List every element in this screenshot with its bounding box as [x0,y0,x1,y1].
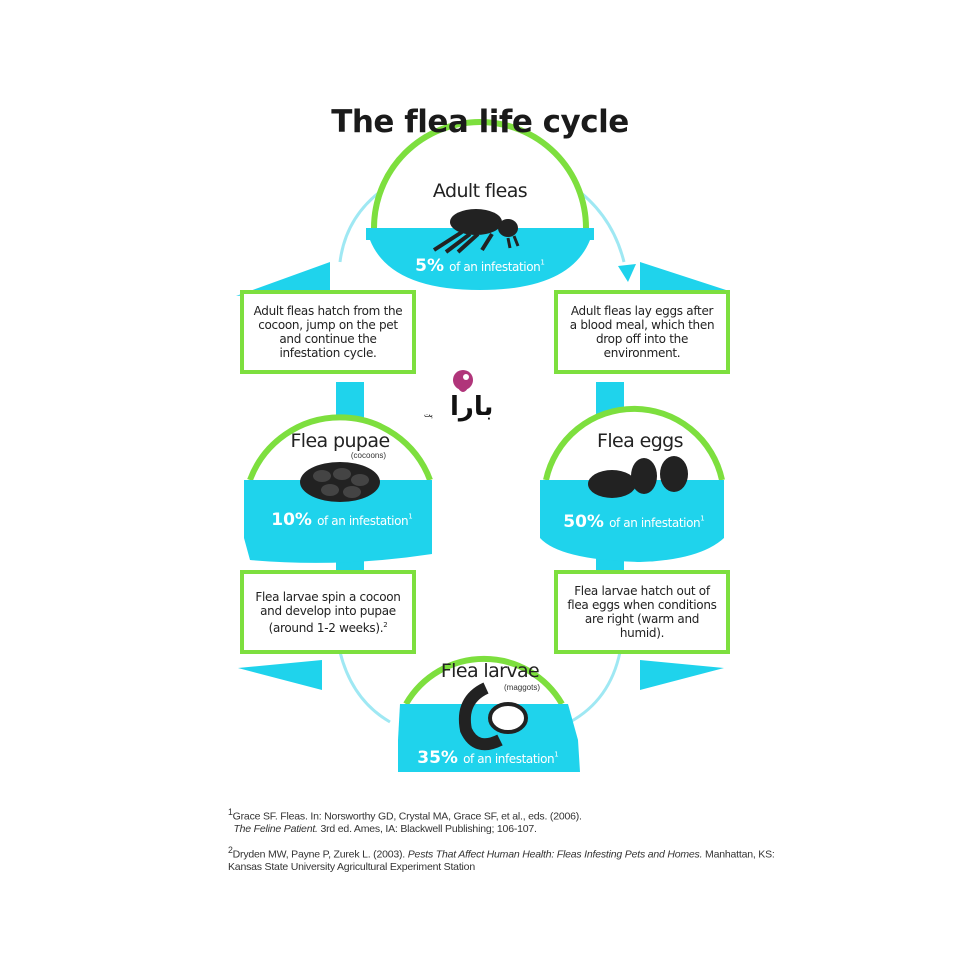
footnote-mark-eggs: 1 [700,514,705,523]
adult-flea-icon [432,209,520,254]
footnote-mark-larvae: 1 [554,750,559,759]
footnote-mark-larvae-to-pupae: 2 [383,620,388,629]
stage-sub-pupae: (cocoons) [350,451,386,460]
pupae-cocoon-icon [300,462,380,502]
percent-suffix-adult: of an infestation [449,260,541,274]
watermark-logo-icon [453,370,473,392]
percent-eggs: 50% of an infestation1 [544,512,724,532]
band-left-upper [336,382,364,418]
arrowhead-top-right [618,264,636,282]
arrowhead-top-left [236,262,330,296]
percent-value-adult: 5% [415,256,445,276]
transition-body-larvae-to-pupae: Flea larvae spin a cocoon and develop in… [255,589,401,635]
larvae-maggot-icon [459,682,528,751]
eggs-node [540,405,725,562]
transition-text-eggs-to-larvae: Flea larvae hatch out of flea eggs when … [567,584,717,640]
arrowhead-bottom-left [238,660,322,690]
reference-num: 1 [228,807,233,817]
stage-sub-larvae: (maggots) [503,683,540,692]
adult-cyan-band [366,228,594,290]
arrowhead-right [640,262,726,290]
transition-text-pupae-to-adult: Adult fleas hatch from the cocoon, jump … [253,304,403,360]
eggs-cyan-band [540,480,724,562]
percent-value-larvae: 35% [417,748,458,768]
reference-num: 2 [228,844,233,855]
reference-rest: 3rd ed. Ames, IA: Blackwell Publishing; … [317,823,537,835]
percent-value-eggs: 50% [563,512,604,532]
transition-box-pupae-to-adult: Adult fleas hatch from the cocoon, jump … [240,290,416,374]
reference-2: 2Dryden MW, Payne P, Zurek L. (2003). Pe… [228,844,788,874]
larvae-node [398,655,580,772]
reference-title: The Feline Patient. [233,823,318,835]
stage-name-pupae: Flea pupae [290,430,390,452]
pupae-node [244,414,433,563]
percent-suffix-larvae: of an infestation [463,752,555,766]
reference-text: Grace SF. Fleas. In: Norsworthy GD, Crys… [232,810,582,823]
percent-pupae: 10% of an infestation1 [252,510,432,530]
transition-text-adult-to-eggs: Adult fleas lay eggs after a blood meal,… [569,304,715,360]
reference-title: Pests That Affect Human Health: Fleas In… [407,848,703,860]
arrow-eggs-to-larvae [569,651,622,724]
larvae-arc [403,655,565,706]
footnote-mark-pupae: 1 [408,512,413,521]
transition-box-larvae-to-pupae: Flea larvae spin a cocoon and develop in… [240,570,416,654]
references: 1Grace SF. Fleas. In: Norsworthy GD, Cry… [228,806,788,881]
arrowhead-bottom-right [640,660,724,690]
percent-adult: 5% of an infestation1 [400,256,560,276]
reference-rest: Manhattan, KS: Kansas State University A… [228,848,775,873]
percent-suffix-eggs: of an infestation [609,516,701,530]
eggs-icon [588,456,688,498]
reference-1: 1Grace SF. Fleas. In: Norsworthy GD, Cry… [228,806,788,836]
transition-text-larvae-to-pupae: Flea larvae spin a cocoon and develop in… [252,590,404,635]
stage-name-larvae: Flea larvae [440,660,540,682]
arrow-larvae-to-pupae [338,651,391,724]
watermark-text: بارا [450,392,494,422]
percent-value-pupae: 10% [271,510,312,530]
transition-box-adult-to-eggs: Adult fleas lay eggs after a blood meal,… [554,290,730,374]
adult-arc [371,119,589,229]
adult-node [366,119,594,290]
stage-name-adult: Adult fleas [432,180,528,202]
percent-suffix-pupae: of an infestation [317,514,409,528]
watermark-small-text: پت [424,412,433,419]
stage-name-eggs: Flea eggs [597,430,683,452]
percent-larvae: 35% of an infestation1 [396,748,580,768]
reference-text: Dryden MW, Payne P, Zurek L. (2003). [232,848,406,860]
footnote-mark-adult: 1 [540,258,545,267]
page-title: The flea life cycle [331,104,629,140]
cycle-arrowheads [236,262,726,690]
pupae-arc [247,414,433,482]
transition-box-eggs-to-larvae: Flea larvae hatch out of flea eggs when … [554,570,730,654]
